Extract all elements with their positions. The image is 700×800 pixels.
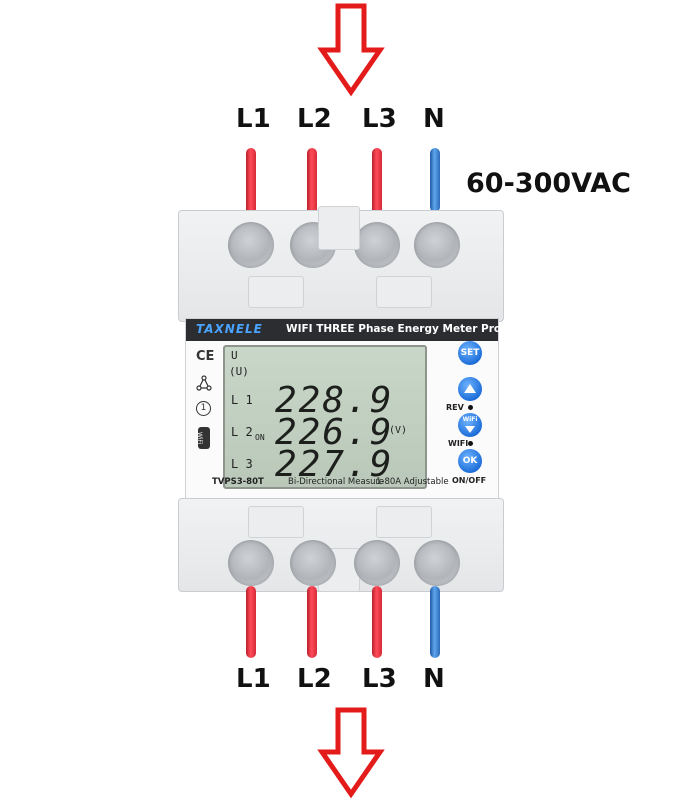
lcd-row-label-l3: L 3 (231, 457, 253, 471)
rev-indicator-dot (468, 405, 473, 410)
terminal-slot-bottom-1 (248, 506, 304, 538)
wire-top-l3 (372, 148, 382, 228)
brand-logo: TAXNELE (196, 322, 263, 336)
wire-bottom-n (430, 586, 440, 658)
wifi-badge-text: WiFi (196, 431, 203, 445)
terminal-slot-top-1 (248, 276, 304, 308)
terminal-screw-bottom-2 (290, 540, 336, 586)
lcd-row-label-l2: L 2 (231, 425, 253, 439)
arrow-down-icon-bottom (317, 707, 385, 799)
triangle-up-icon (464, 384, 476, 393)
device-title: WIFI THREE Phase Energy Meter Protector (286, 323, 537, 335)
terminal-screw-top-1 (228, 222, 274, 268)
terminal-slot-top-3 (376, 276, 432, 308)
lcd-label-u: U (231, 349, 238, 362)
wire-bottom-l3 (372, 586, 382, 658)
terminal-label-bottom-l1: L1 (236, 664, 271, 694)
set-button[interactable]: SET (458, 341, 482, 365)
terminal-slot-top-2 (318, 206, 360, 250)
terminal-screw-top-4 (414, 222, 460, 268)
wire-top-l1 (246, 148, 256, 228)
wire-top-n (430, 148, 440, 212)
lcd-unit: (V) (389, 425, 408, 436)
lcd-on-label: ON (255, 433, 265, 442)
terminal-label-bottom-l3: L3 (362, 664, 397, 694)
wifi-down-button[interactable]: WiFi (458, 413, 482, 437)
up-button[interactable] (458, 377, 482, 401)
terminal-screw-top-3 (354, 222, 400, 268)
terminal-screw-bottom-4 (414, 540, 460, 586)
wire-bottom-l1 (246, 586, 256, 658)
wifi-indicator-dot (468, 441, 473, 446)
voltage-range-label: 60-300VAC (466, 168, 631, 199)
terminal-label-top-n: N (423, 104, 445, 134)
arrow-down-icon-top (317, 3, 385, 97)
wire-bottom-l2 (307, 586, 317, 658)
network-icon (196, 375, 212, 391)
front-panel: TAXNELE WIFI THREE Phase Energy Meter Pr… (185, 318, 537, 500)
terminal-screw-bottom-3 (354, 540, 400, 586)
terminal-label-top-l3: L3 (362, 104, 397, 134)
wire-top-l2 (307, 148, 317, 228)
wifi-button-text: WiFi (462, 416, 478, 423)
terminal-label-bottom-n: N (423, 664, 445, 694)
model-number: TVPS3-80T (212, 477, 264, 487)
feature-adjustable: 1-80A Adjustable (376, 477, 449, 487)
ok-button[interactable]: OK (458, 449, 482, 473)
terminal-label-bottom-l2: L2 (297, 664, 332, 694)
lcd-value-l2: 226.9 (275, 412, 394, 453)
feature-bidirectional: Bi-Directional Measure (288, 477, 385, 487)
terminal-label-top-l1: L1 (236, 104, 271, 134)
lcd-row-label-l1: L 1 (231, 393, 253, 407)
circled-one-icon: 1 (196, 401, 211, 416)
wifi-badge: WiFi (196, 427, 210, 449)
lcd-display: U (U) L 1 L 2 ON L 3 228.9 226.9 227.9 (… (223, 345, 427, 489)
ce-mark-icon: CE (196, 349, 215, 364)
rev-label: REV (446, 403, 464, 412)
lcd-value-l1: 228.9 (275, 380, 394, 421)
brand-bar: TAXNELE WIFI THREE Phase Energy Meter Pr… (186, 319, 537, 341)
terminal-screw-bottom-1 (228, 540, 274, 586)
wifi-label: WIFI (448, 439, 469, 448)
terminal-slot-bottom-2 (376, 506, 432, 538)
on-off-label: ON/OFF (452, 476, 487, 485)
triangle-down-icon (465, 426, 475, 433)
circled-one-text: 1 (200, 403, 207, 413)
lcd-label-unit-u: (U) (229, 365, 249, 378)
lcd-value-l3: 227.9 (275, 444, 394, 485)
terminal-label-top-l2: L2 (297, 104, 332, 134)
